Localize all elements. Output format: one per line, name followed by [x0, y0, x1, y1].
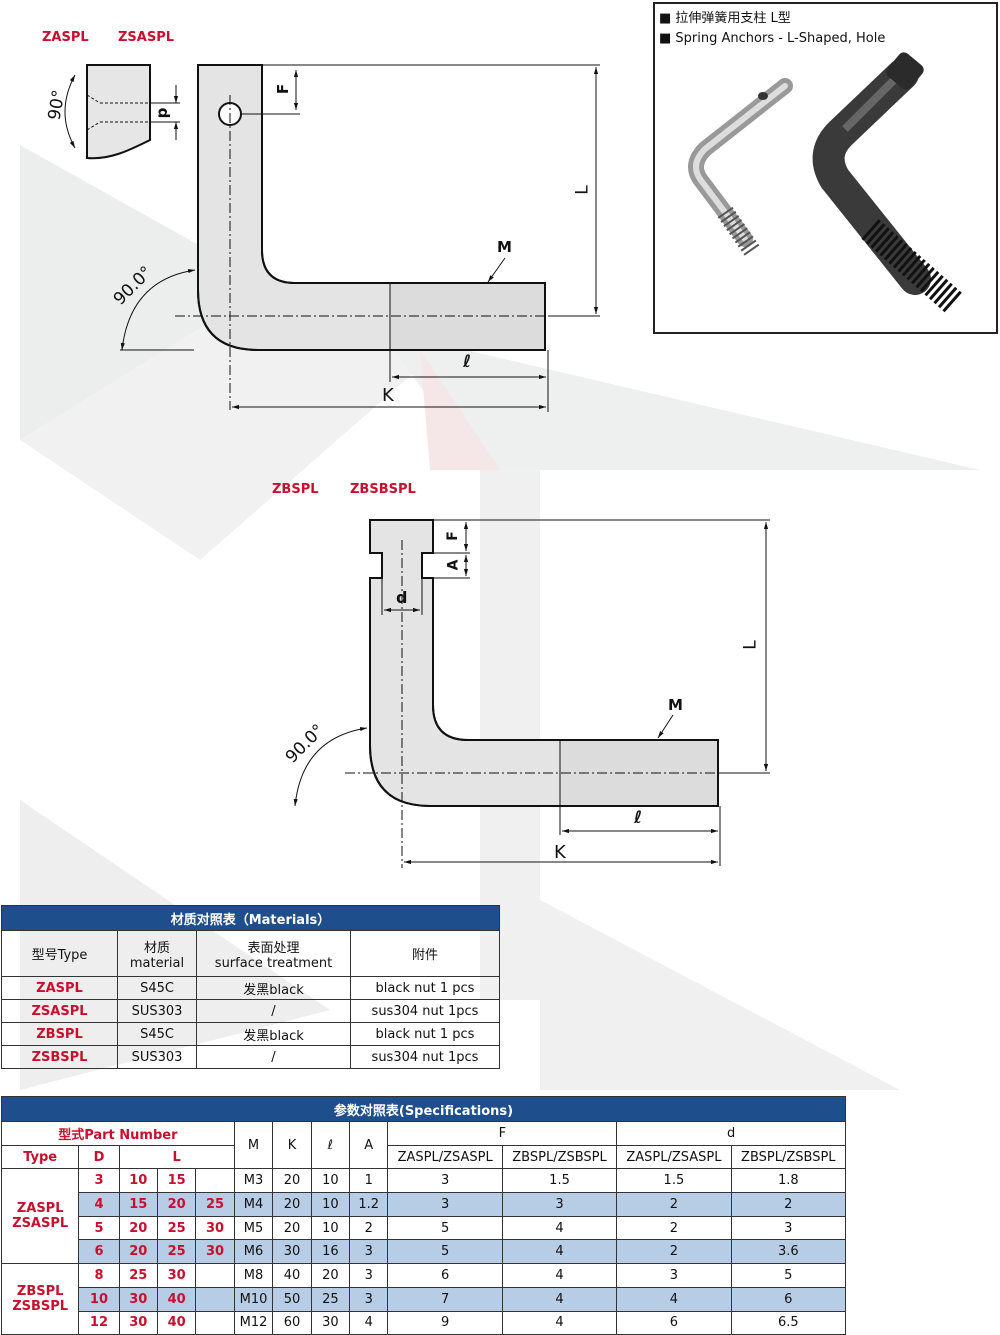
dim2-thread-length: ℓ	[634, 808, 643, 828]
specifications-table: 参数对照表(Specifications) 型式Part Number M K …	[0, 1096, 847, 1335]
drawing2-label-zbsbspl: ZBSBSPL	[350, 482, 416, 497]
photo-title-en: ■ Spring Anchors - L-Shaped, Hole	[659, 31, 886, 46]
drawing1-label-zaspl: ZASPL	[42, 30, 89, 45]
drawing1-technical	[64, 64, 600, 412]
dim2-d: d	[396, 588, 408, 607]
table-row: ZASPL S45C 发黑black black nut 1 pcs	[1, 976, 500, 1000]
drawing2-technical	[293, 519, 770, 868]
materials-header-accessory: 附件	[350, 930, 500, 977]
materials-header-material: 材质 material	[117, 930, 197, 977]
photo-title-cn: ■ 拉伸弹簧用支柱 L型	[659, 11, 791, 26]
product-photo-box: ■ 拉伸弹簧用支柱 L型 ■ Spring Anchors - L-Shaped…	[653, 2, 998, 334]
drawing2-label-zbspl: ZBSPL	[272, 482, 319, 497]
thread-icon	[717, 206, 761, 258]
table-row: ZSASPL SUS303 / sus304 nut 1pcs	[1, 999, 500, 1023]
product-photo	[688, 52, 964, 314]
dim2-m: M	[668, 696, 683, 714]
dim2-a: A	[445, 559, 462, 571]
materials-title: 材质对照表（Materials）	[1, 905, 500, 931]
specs-group-2: ZBSPL ZSBSPL	[0, 1263, 80, 1335]
table-row: ZSBSPL SUS303 / sus304 nut 1pcs	[1, 1045, 500, 1069]
specs-title: 参数对照表(Specifications)	[1, 1096, 846, 1122]
dim-thread-length: ℓ	[463, 352, 472, 372]
specs-group-1: ZASPL ZSASPL	[0, 1168, 80, 1265]
dim-m: M	[497, 238, 512, 256]
materials-header-surface: 表面处理 surface treatment	[196, 930, 351, 977]
dim-k: K	[382, 385, 394, 406]
dim2-f: F	[444, 531, 461, 541]
table-row: ZBSPL S45C 发黑black black nut 1 pcs	[1, 1022, 500, 1046]
materials-header-type: 型号Type	[1, 930, 118, 977]
materials-table: 材质对照表（Materials） 型号Type 材质 material 表面处理…	[1, 905, 500, 1069]
drawing1-label-zsaspl: ZSASPL	[118, 30, 175, 45]
specs-part-number: 型式Part Number	[1, 1121, 235, 1146]
dim2-l-length: L	[740, 640, 761, 650]
dim2-k: K	[554, 842, 566, 863]
